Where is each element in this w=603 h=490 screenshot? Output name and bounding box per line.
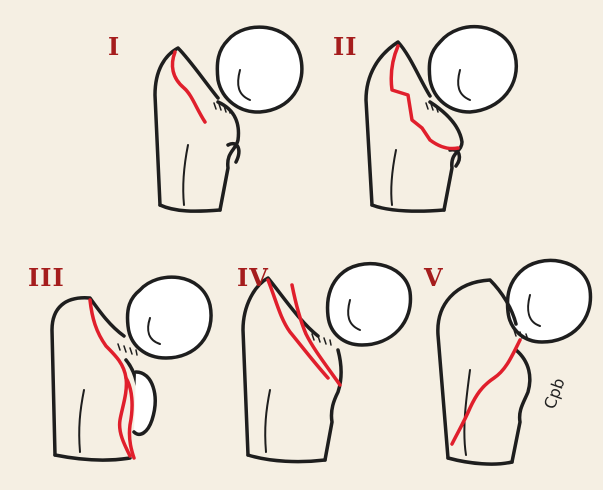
panel-label-2: II	[333, 32, 357, 61]
panel-label-5: V	[424, 263, 444, 292]
panel-label-4: IV	[237, 263, 269, 292]
panel-label-3: III	[28, 263, 65, 292]
panel-label-1: I	[108, 32, 120, 61]
